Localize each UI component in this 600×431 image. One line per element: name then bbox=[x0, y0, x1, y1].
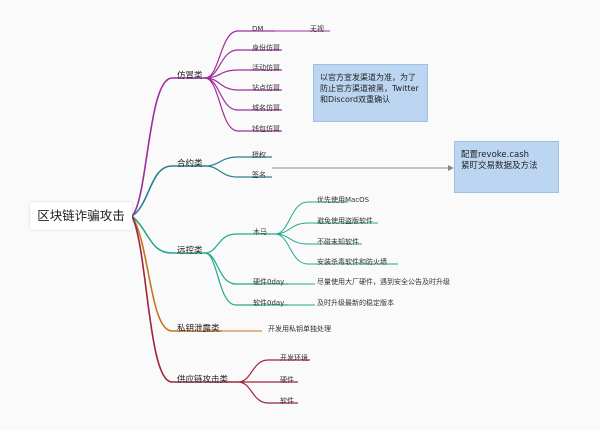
leaf-install-antivirus[interactable]: 安装杀毒软件和防火墙 bbox=[317, 258, 387, 266]
edge-root-remote bbox=[131, 215, 205, 254]
note-official-channels[interactable]: 以官方宣发渠道为准，为了防止官方渠道被黑，Twitter和Discord双重确认 bbox=[313, 64, 428, 122]
leaf-hardware-advice[interactable]: 尽量使用大厂硬件，遇到安全公告及时升级 bbox=[317, 278, 450, 286]
leaf-separate-dev-keys[interactable]: 开发用私钥单独处理 bbox=[268, 325, 331, 333]
note-revoke-cash[interactable]: 配置revoke.cash 紧盯交易数据及方法 bbox=[454, 141, 559, 193]
node-software-0day[interactable]: 软件0day bbox=[253, 299, 285, 307]
node-trojan[interactable]: 木马 bbox=[253, 228, 267, 236]
edge-trojan-pirated bbox=[274, 222, 378, 235]
edge-impersonation-event bbox=[204, 69, 282, 79]
leaf-domain-impersonation[interactable]: 域名仿冒 bbox=[252, 104, 280, 112]
leaf-software-advice[interactable]: 及时升级最新的稳定版本 bbox=[317, 299, 394, 307]
leaf-event-impersonation[interactable]: 活动仿冒 bbox=[252, 64, 280, 72]
edge-impersonation-wallet bbox=[204, 77, 282, 132]
edge-root-supply bbox=[131, 215, 238, 383]
branch-remote-control[interactable]: 远控类 bbox=[177, 246, 203, 256]
leaf-use-macos[interactable]: 优先使用MacOS bbox=[317, 196, 370, 204]
edge-remote-software bbox=[204, 252, 288, 306]
leaf-identity-impersonation[interactable]: 身份仿冒 bbox=[252, 44, 280, 52]
edge-trojan-macos bbox=[274, 201, 348, 235]
leaf-dev-environment[interactable]: 开发环境 bbox=[280, 354, 308, 362]
edge-impersonation-identity bbox=[204, 49, 282, 79]
leaf-supply-software[interactable]: 软件 bbox=[280, 397, 294, 405]
edge-root-contract bbox=[131, 165, 205, 217]
leaf-site-impersonation[interactable]: 站点仿冒 bbox=[252, 84, 280, 92]
leaf-dm-ignore[interactable]: 无视 bbox=[310, 25, 324, 33]
edge-trojan-antivirus bbox=[274, 233, 398, 265]
leaf-supply-hardware[interactable]: 硬件 bbox=[280, 376, 294, 384]
leaf-avoid-pirated[interactable]: 避免使用盗版软件 bbox=[317, 217, 373, 225]
branch-key-leak[interactable]: 私钥泄露类 bbox=[177, 324, 220, 334]
edge-root-impersonation bbox=[131, 77, 205, 217]
edge-remote-trojan bbox=[204, 233, 275, 254]
root-node[interactable]: 区块链诈骗攻击 bbox=[30, 202, 132, 230]
leaf-dm[interactable]: DM bbox=[252, 25, 264, 33]
leaf-signature[interactable]: 签名 bbox=[252, 171, 266, 179]
edge-contract-auth bbox=[204, 156, 272, 167]
leaf-avoid-unknown[interactable]: 不碰未知软件 bbox=[317, 238, 359, 246]
edge-root-keyleak bbox=[131, 215, 222, 332]
branch-impersonation[interactable]: 仿冒类 bbox=[177, 71, 203, 81]
branch-supply-chain[interactable]: 供应链攻击类 bbox=[177, 375, 229, 385]
leaf-wallet-impersonation[interactable]: 钱包仿冒 bbox=[252, 125, 280, 133]
edge-contract-sign bbox=[204, 165, 272, 178]
node-hardware-0day[interactable]: 硬件0day bbox=[253, 278, 285, 286]
arrow-head bbox=[448, 165, 454, 171]
edge-supply-devenv bbox=[237, 359, 310, 383]
branch-contract[interactable]: 合约类 bbox=[177, 159, 203, 169]
edge-supply-software bbox=[237, 381, 298, 404]
leaf-authorization[interactable]: 授权 bbox=[252, 151, 266, 159]
